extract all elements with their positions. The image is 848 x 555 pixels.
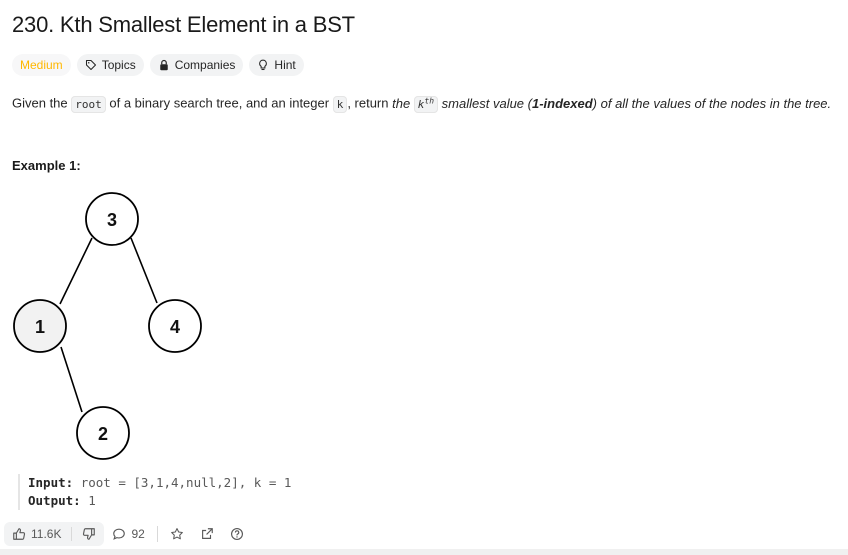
- thumbs-up-icon: [13, 528, 26, 540]
- comment-icon: [113, 528, 126, 540]
- companies-label: Companies: [174, 58, 236, 72]
- lock-icon: [159, 59, 168, 71]
- action-bar: 11.6K 92: [4, 522, 252, 546]
- node-value: 3: [107, 210, 117, 230]
- favorite-button[interactable]: [162, 522, 192, 546]
- lightbulb-icon: [259, 59, 268, 71]
- superscript-th: th: [424, 96, 435, 105]
- code-kth-letter: k: [417, 97, 425, 111]
- difficulty-label: Medium: [20, 58, 63, 72]
- problem-title: 230. Kth Smallest Element in a BST: [12, 12, 355, 37]
- star-icon: [170, 528, 183, 540]
- tree-node-left: 1: [13, 299, 67, 353]
- example-heading: Example 1:: [12, 158, 81, 173]
- vote-divider: [71, 527, 73, 541]
- like-button[interactable]: 11.6K: [10, 522, 63, 546]
- action-divider: [156, 526, 158, 542]
- question-circle-icon: [230, 528, 243, 540]
- tag-icon: [85, 59, 96, 71]
- hint-button[interactable]: Hint: [249, 54, 304, 76]
- example-io: Input: root = [3,1,4,null,2], k = 1 Outp…: [18, 474, 291, 510]
- desc-text: smallest value (: [438, 95, 532, 111]
- code-root: root: [71, 95, 106, 113]
- like-count: 11.6K: [31, 527, 62, 541]
- difficulty-badge: Medium: [12, 54, 71, 76]
- problem-description: Given the root of a binary search tree, …: [12, 92, 831, 114]
- external-link-icon: [201, 528, 213, 539]
- desc-bold: 1-indexed: [531, 95, 593, 111]
- share-button[interactable]: [192, 522, 222, 546]
- input-value: root = [3,1,4,null,2], k = 1: [80, 475, 292, 490]
- help-button[interactable]: [222, 522, 252, 546]
- thumbs-down-icon: [83, 528, 96, 540]
- dislike-button[interactable]: [80, 522, 98, 546]
- tree-node-right: 4: [148, 299, 202, 353]
- tree-node-left-right: 2: [76, 406, 130, 460]
- desc-text: of a binary search tree, and an integer: [105, 95, 333, 111]
- desc-text: Given the: [12, 95, 72, 111]
- bst-diagram: 3 1 4 2: [13, 192, 202, 460]
- problem-tags: Medium Topics Companies Hint: [12, 54, 304, 76]
- comment-count: 92: [131, 527, 145, 541]
- topics-label: Topics: [101, 58, 136, 72]
- code-kth: kth: [413, 95, 439, 113]
- input-line: Input: root = [3,1,4,null,2], k = 1: [28, 474, 291, 492]
- tree-edge: [59, 237, 93, 305]
- vote-group: 11.6K: [4, 522, 105, 546]
- output-line: Output: 1: [28, 492, 291, 510]
- desc-text: , return: [347, 95, 393, 111]
- node-value: 2: [98, 424, 108, 444]
- comments-button[interactable]: 92: [104, 522, 152, 546]
- code-k: k: [332, 95, 348, 113]
- desc-text: the: [392, 95, 414, 111]
- node-value: 1: [35, 317, 45, 337]
- companies-button[interactable]: Companies: [149, 54, 244, 76]
- tree-node-root: 3: [85, 192, 139, 246]
- node-value: 4: [170, 317, 180, 337]
- panel-bottom-border: [0, 549, 848, 555]
- desc-text: ) of all the values of the nodes in the …: [592, 95, 832, 111]
- input-label: Input:: [28, 475, 74, 490]
- hint-label: Hint: [274, 58, 296, 72]
- output-value: 1: [88, 493, 96, 508]
- output-label: Output:: [28, 493, 81, 508]
- topics-button[interactable]: Topics: [76, 54, 144, 76]
- tree-edge: [60, 346, 83, 413]
- tree-edge: [130, 237, 158, 304]
